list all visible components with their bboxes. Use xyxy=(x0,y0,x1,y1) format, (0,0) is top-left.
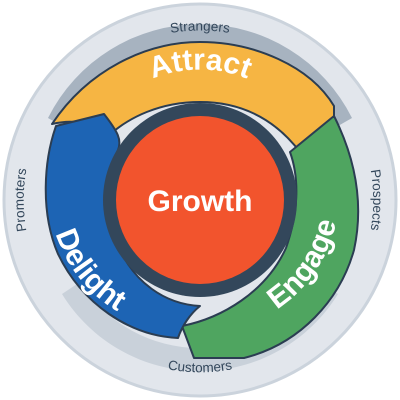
stage-label-promoters: Promoters xyxy=(12,167,30,233)
hub-core[interactable] xyxy=(116,116,284,284)
stage-label-customers: Customers xyxy=(167,357,233,375)
strangers-track xyxy=(48,24,352,127)
stage-label-prospects: Prospects xyxy=(368,168,386,232)
hub-label: Growth xyxy=(148,185,253,218)
stage-label-strangers: Strangers xyxy=(169,18,231,35)
